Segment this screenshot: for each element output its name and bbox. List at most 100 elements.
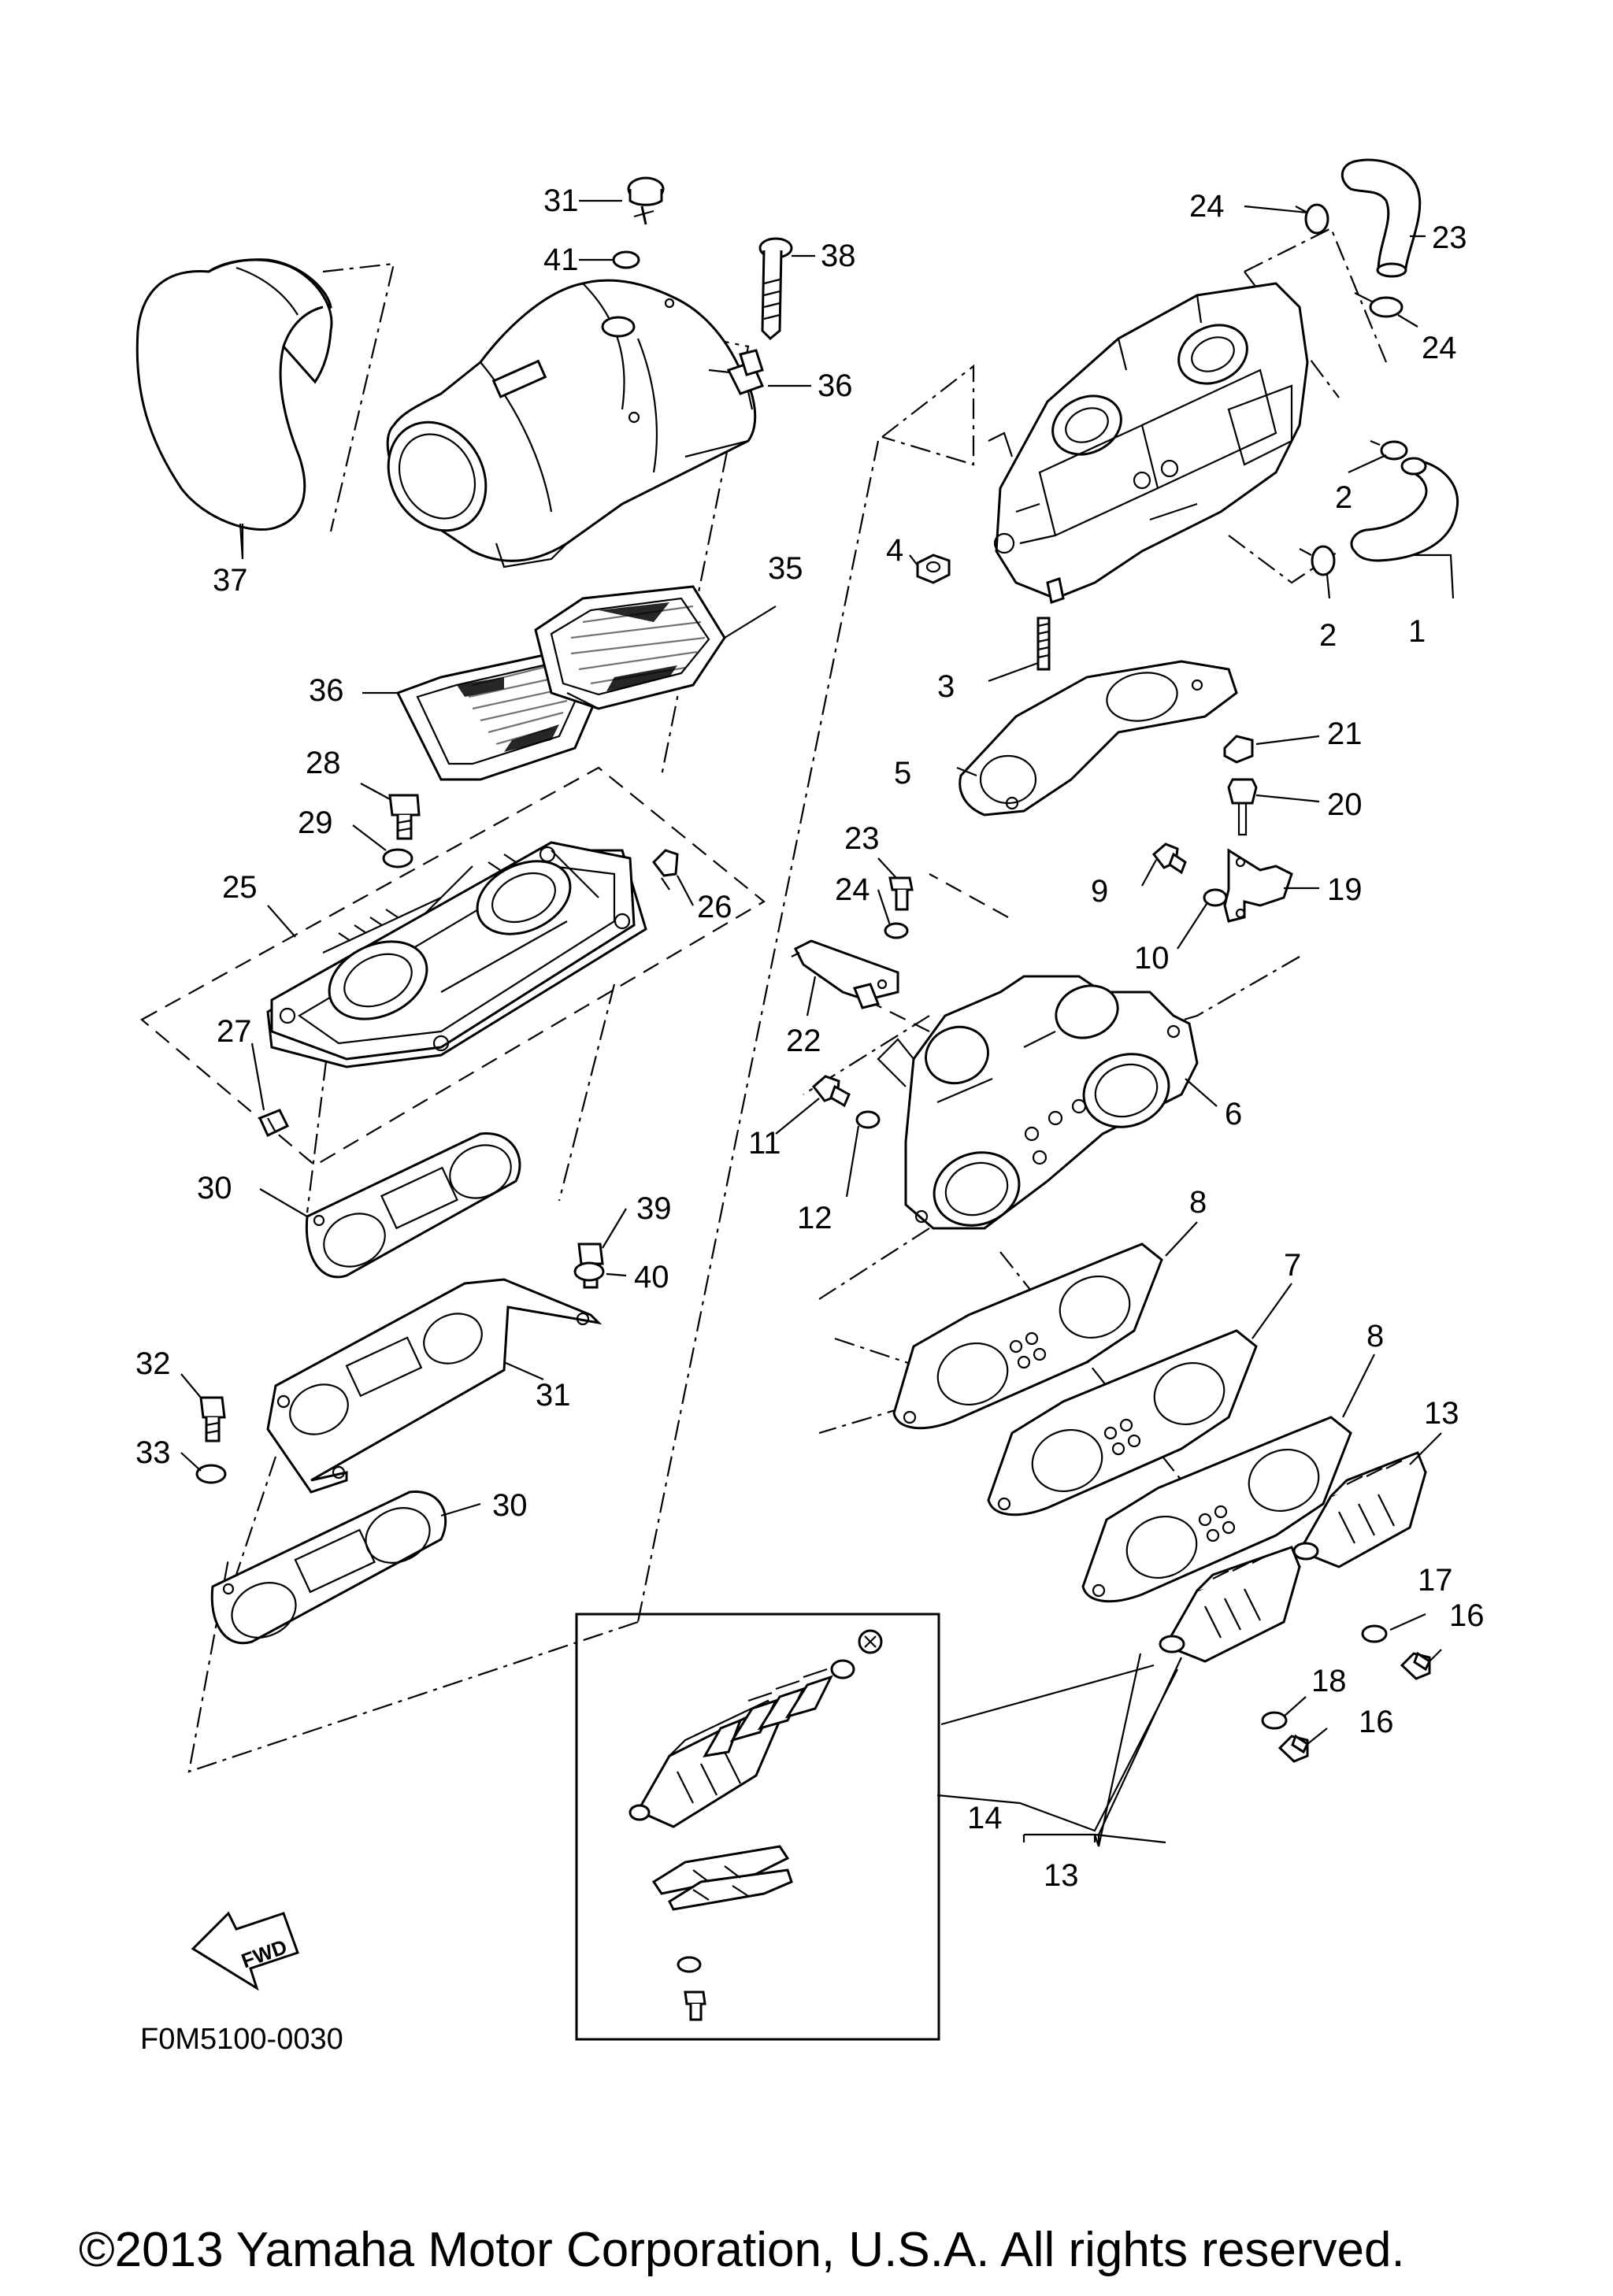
- copyright-notice: ©2013 Yamaha Motor Corporation, U.S.A. A…: [79, 2223, 1405, 2277]
- part-20-bracket: [791, 939, 899, 1009]
- part-23-hose: [1340, 158, 1422, 278]
- part-37-airbox-cover: [386, 279, 765, 568]
- callout-32: 32: [135, 1346, 171, 1381]
- callout-15b: 16: [1359, 1705, 1394, 1739]
- part-35-washer: [573, 1261, 605, 1282]
- callout-36b: 36: [309, 673, 344, 708]
- part-11-bolt: [811, 1075, 851, 1108]
- callout-24a: 24: [1189, 189, 1225, 224]
- callout-20: 22: [786, 1024, 821, 1058]
- callout-9: 9: [1091, 874, 1108, 909]
- callout-19: 21: [1327, 717, 1363, 751]
- callout-30a: 30: [197, 1171, 232, 1205]
- callout-21: 23: [844, 821, 880, 856]
- part-1-hose: [1350, 457, 1459, 562]
- callout-38: 37: [213, 563, 248, 598]
- part-5-gasket: [959, 660, 1238, 817]
- part-16-washer-lower: [1261, 1711, 1288, 1730]
- callout-6: 6: [1225, 1097, 1242, 1131]
- callout-13b: 13: [1044, 1858, 1079, 1893]
- callout-34: 39: [636, 1191, 672, 1226]
- part-18-screw: [1227, 778, 1258, 836]
- part-28-bolt: [388, 794, 421, 840]
- part-22-washer: [884, 922, 909, 939]
- part-3-stud: [1036, 617, 1051, 671]
- callout-25: 25: [222, 870, 258, 905]
- part-13-reed-valve-left: [1159, 1546, 1301, 1663]
- part-38-intake-boot: [135, 258, 333, 560]
- callout-16a: 17: [1418, 1563, 1453, 1598]
- callout-4: 4: [886, 533, 903, 568]
- detail-inset-box: [575, 1613, 940, 2041]
- part-33-washer: [195, 1464, 227, 1484]
- part-26-fitting: [652, 849, 679, 891]
- callout-36a: 35: [768, 551, 803, 586]
- leader-lines: [180, 199, 1455, 1847]
- part-36-filter-elements: [395, 585, 726, 781]
- part-14-reed-valve-exploded: [629, 1629, 883, 2021]
- part-15-screw-lower: [1277, 1734, 1309, 1763]
- callout-31: 31: [536, 1378, 571, 1413]
- callout-2a: 2: [1335, 480, 1352, 515]
- part-8-gasket-b: [1081, 1416, 1352, 1603]
- part-24-clamp-lower: [1354, 292, 1403, 318]
- callout-40: 31: [543, 183, 579, 218]
- callout-3: 3: [937, 669, 955, 704]
- callout-26: 26: [697, 890, 732, 924]
- callout-13a: 13: [1424, 1396, 1459, 1431]
- part-25-airbox-base: [266, 841, 647, 1068]
- diagram-code: F0M5100-0030: [140, 2023, 343, 2056]
- part-2-clamp-upper: [1370, 439, 1408, 461]
- group-box-25: [140, 766, 766, 1167]
- part-6-intake-manifold: [877, 975, 1199, 1230]
- callout-2b: 2: [1319, 618, 1337, 653]
- callout-22: 24: [835, 872, 870, 907]
- part-16-washer-upper: [1361, 1624, 1388, 1643]
- part-32-bolt: [199, 1396, 226, 1442]
- callout-5: 5: [894, 756, 911, 791]
- part-13-reed-valve-right: [1292, 1451, 1427, 1568]
- part-41-o-ring: [612, 250, 640, 269]
- callout-16b: 18: [1311, 1664, 1347, 1698]
- callout-37: 36: [818, 368, 853, 403]
- part-12-washer: [855, 1110, 881, 1129]
- part-19-cap: [1223, 735, 1254, 764]
- callout-27: 27: [217, 1014, 252, 1049]
- carburetor-assembly: [988, 282, 1309, 604]
- part-40-bolt: [627, 176, 665, 225]
- part-27-pin: [258, 1109, 290, 1138]
- part-10-washer: [1203, 888, 1228, 907]
- part-9-bolt: [1151, 842, 1187, 875]
- part-24-clamp-upper: [1295, 203, 1329, 235]
- callout-17: 19: [1327, 872, 1363, 907]
- part-30-gasket-upper: [305, 1132, 521, 1279]
- fwd-arrow-icon: FWD: [191, 1911, 299, 1991]
- part-17-bracket: [1223, 848, 1293, 923]
- callout-labels: 31 41 38 36 37 35 36 28 29 25 26 27 30 3…: [135, 183, 1485, 1893]
- part-31-plate: [266, 1278, 603, 1494]
- part-39-bolt: [739, 237, 793, 376]
- callout-15a: 16: [1449, 1598, 1485, 1633]
- callout-33: 33: [135, 1435, 171, 1470]
- callout-28: 28: [306, 746, 341, 780]
- part-4-nut: [916, 554, 951, 584]
- callout-8a: 8: [1189, 1185, 1207, 1220]
- callout-11: 11: [748, 1126, 781, 1161]
- callout-35: 40: [634, 1260, 669, 1294]
- callout-30b: 30: [492, 1488, 528, 1523]
- callout-10: 10: [1134, 941, 1170, 976]
- callout-14: 14: [967, 1801, 1003, 1835]
- part-15-screw-upper: [1400, 1651, 1431, 1680]
- part-21-bolt: [888, 876, 914, 911]
- part-29-washer: [382, 848, 413, 868]
- part-7-plate: [987, 1329, 1258, 1516]
- callout-39: 38: [821, 239, 856, 273]
- callout-12: 12: [797, 1201, 832, 1235]
- callout-7: 7: [1284, 1248, 1301, 1283]
- callout-29: 29: [298, 805, 333, 840]
- callout-1: 1: [1408, 614, 1426, 649]
- part-30-gasket-lower: [210, 1491, 447, 1645]
- callout-24b: 24: [1422, 331, 1457, 365]
- callout-41: 41: [543, 243, 579, 277]
- callout-8b: 8: [1366, 1319, 1384, 1354]
